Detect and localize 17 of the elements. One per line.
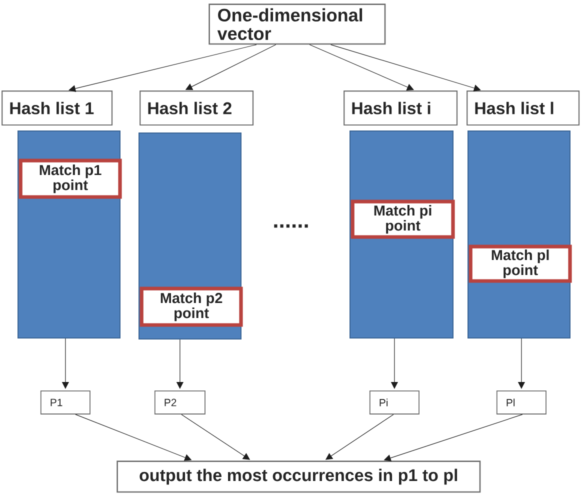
match-box: Match pl point — [468, 244, 572, 283]
arrow — [68, 44, 257, 92]
text-box: One-dimensional vector — [208, 4, 386, 45]
label-box: Hash list i — [344, 90, 458, 126]
arrow — [309, 44, 414, 90]
result-box: P2 — [154, 390, 206, 414]
label-box: Hash list l — [466, 90, 580, 126]
ellipsis: ...... — [274, 224, 308, 228]
result-box: Pi — [369, 390, 420, 414]
result-box: P1 — [40, 390, 90, 414]
label-box: Hash list 1 — [2, 90, 113, 126]
output-box: output the most occurrences in p1 to pl — [116, 460, 481, 493]
result-box: Pl — [496, 390, 546, 414]
match-box: Match p2 point — [140, 286, 243, 327]
match-box: Match pi point — [350, 200, 455, 239]
match-box: Match p1 point — [18, 158, 122, 199]
label-box: Hash list 2 — [140, 90, 254, 126]
